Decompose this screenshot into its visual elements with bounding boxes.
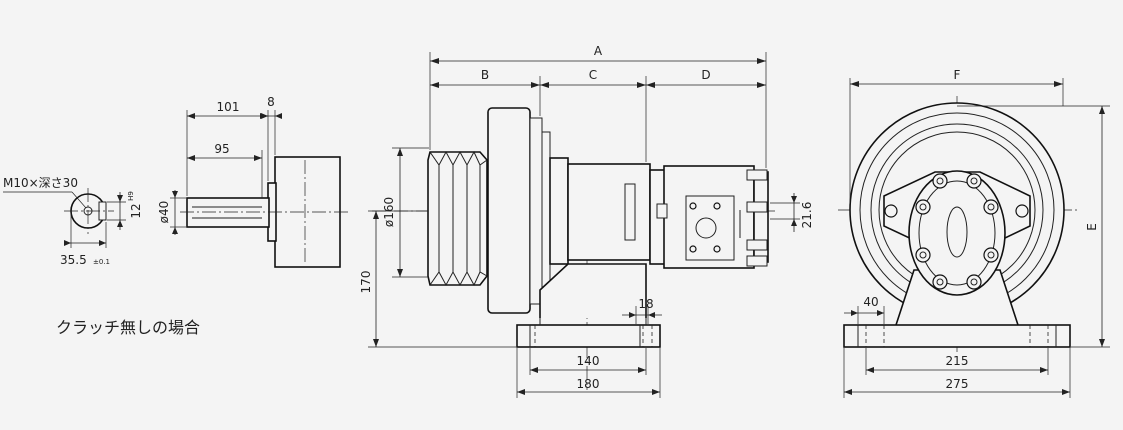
thread-label: M10×深さ30 (3, 176, 78, 190)
dim-shaft-dia: ø40 (157, 201, 171, 224)
side-view: A B C D ø160 170 18 (359, 44, 814, 398)
front-base-plate (843, 324, 1071, 348)
pedestal (539, 263, 647, 318)
shaft (186, 197, 270, 228)
dim-21-6: 21.6 (800, 202, 814, 229)
dim-101: 101 (217, 100, 240, 114)
gear-housing (567, 163, 651, 261)
key-tolerance: H9 (127, 191, 135, 201)
dim-275: 275 (946, 377, 969, 391)
front-view: F E 40 215 275 (838, 68, 1110, 398)
pulley (427, 151, 488, 286)
dim-8: 8 (267, 95, 275, 109)
dim-140: 140 (577, 354, 600, 368)
dim-215: 215 (946, 354, 969, 368)
dim-B: B (481, 68, 489, 82)
dim-D: D (701, 68, 710, 82)
key-width: 12 (129, 203, 143, 218)
flange-disc (487, 107, 531, 314)
key-height-tol: ±0.1 (93, 258, 110, 266)
dim-A: A (594, 44, 603, 58)
dim-180: 180 (577, 377, 600, 391)
caption: クラッチ無しの場合 (56, 318, 200, 337)
key-height: 35.5 (60, 253, 87, 267)
base-plate (516, 324, 661, 348)
dim-F: F (954, 68, 961, 82)
pump-body-front (908, 170, 1006, 296)
dim-height-170: 170 (359, 271, 373, 294)
dim-E: E (1085, 223, 1099, 231)
dim-C: C (589, 68, 597, 82)
flange-ring (529, 117, 543, 305)
keyway (98, 201, 107, 221)
dim-40: 40 (863, 295, 878, 309)
dim-pulley-dia: ø160 (382, 197, 396, 227)
dim-18: 18 (638, 297, 653, 311)
bearing-housing (549, 157, 569, 265)
shaft-detail: 101 8 95 ø40 M10×深さ30 12 (3, 95, 348, 268)
dim-95: 95 (214, 142, 229, 156)
